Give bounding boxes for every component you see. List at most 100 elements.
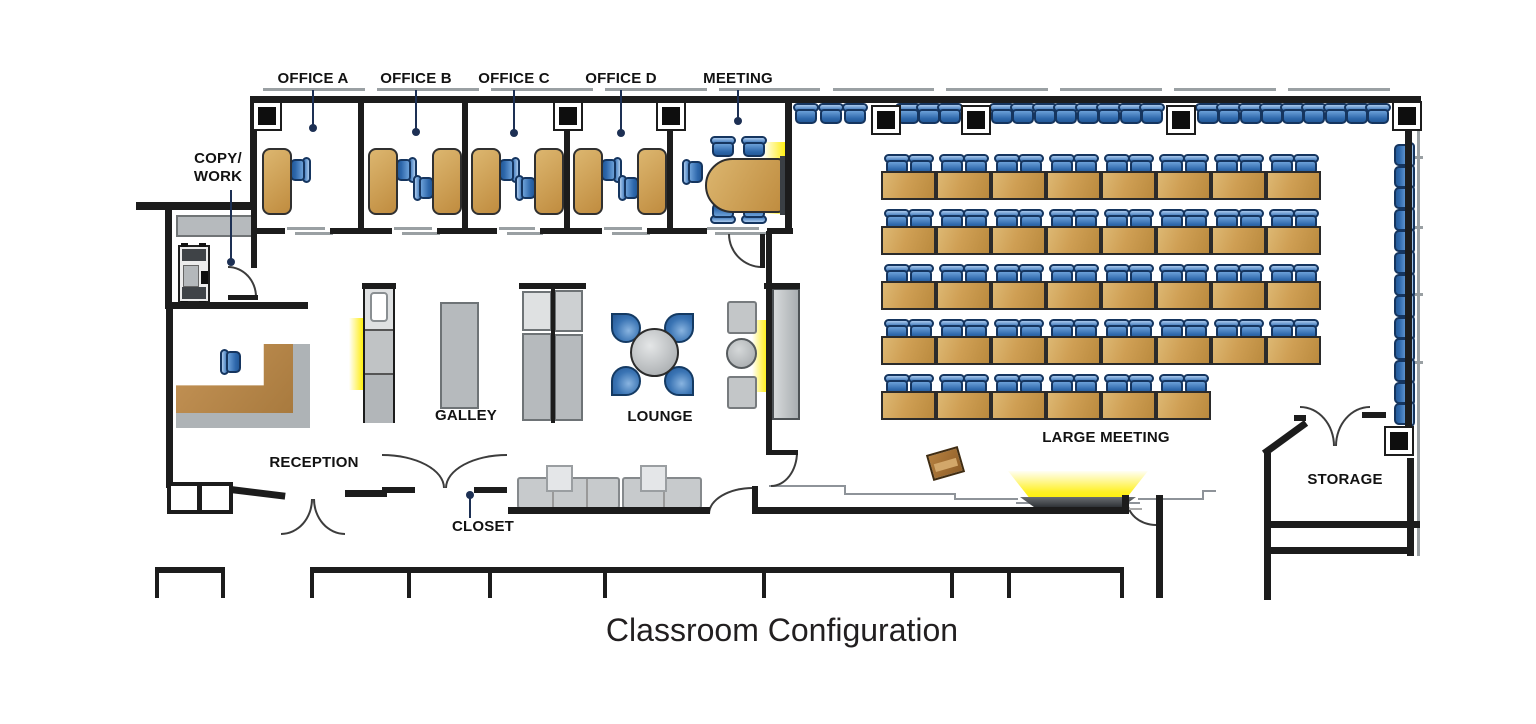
door-threshold bbox=[612, 232, 650, 235]
wall-galley-cap bbox=[362, 283, 396, 289]
wall-storage-bottom-outer bbox=[1264, 521, 1420, 528]
galley-sink bbox=[370, 292, 388, 322]
corridor-window-line bbox=[310, 567, 1124, 573]
storage-corridor-door-arc bbox=[1126, 500, 1156, 526]
lounge-chair bbox=[611, 366, 641, 396]
meeting-screen bbox=[780, 156, 785, 215]
window-segment bbox=[604, 88, 707, 91]
label-office-a: OFFICE A bbox=[277, 70, 349, 87]
column bbox=[961, 105, 991, 135]
label-copy-line1: COPY/ bbox=[194, 150, 242, 167]
meeting-door-arc bbox=[728, 234, 762, 268]
window-segment bbox=[1174, 88, 1277, 91]
classroom-table bbox=[1046, 391, 1101, 420]
chair bbox=[1365, 103, 1391, 124]
column bbox=[871, 105, 901, 135]
wall-copy-left bbox=[165, 208, 172, 308]
wall-office-bottom bbox=[437, 228, 497, 234]
chair bbox=[793, 103, 819, 124]
label-galley: GALLEY bbox=[434, 407, 498, 424]
corridor-mullion-tick bbox=[1007, 567, 1011, 598]
chair bbox=[1322, 103, 1349, 124]
wall-office-bottom bbox=[540, 228, 602, 234]
classroom-table bbox=[1156, 281, 1211, 310]
door-threshold bbox=[402, 232, 440, 235]
window-tick bbox=[1412, 293, 1423, 296]
copier bbox=[178, 243, 210, 305]
wall-storage-bottom-inner bbox=[1264, 547, 1414, 554]
office-desk bbox=[262, 148, 292, 215]
chair bbox=[1237, 103, 1264, 124]
galley-cabinet bbox=[554, 334, 583, 421]
wall-left-upper bbox=[250, 96, 257, 208]
classroom-table bbox=[991, 391, 1046, 420]
wall-right-upper bbox=[1405, 98, 1412, 430]
media-wall-door-leaf bbox=[771, 450, 798, 455]
door-threshold bbox=[287, 227, 325, 230]
column bbox=[1392, 101, 1422, 131]
chair bbox=[1258, 103, 1285, 124]
chair bbox=[937, 103, 963, 124]
window-glazing-right bbox=[1417, 104, 1420, 556]
leader-office-d bbox=[620, 90, 622, 131]
bench-side-table bbox=[546, 465, 573, 492]
window-tick bbox=[1412, 226, 1423, 229]
wall-office-bottom bbox=[330, 228, 392, 234]
corridor-bracket bbox=[155, 567, 225, 573]
corridor-mullion-tick bbox=[762, 567, 766, 598]
vestibule-divider bbox=[197, 486, 202, 510]
wall-hallway bbox=[766, 231, 772, 455]
podium bbox=[925, 445, 966, 482]
wall-copy-bottom bbox=[165, 302, 308, 309]
chair bbox=[710, 136, 736, 157]
bench-side-table bbox=[640, 465, 667, 492]
wall-divider-a-b bbox=[358, 103, 364, 231]
wall-bench-bottom bbox=[508, 507, 710, 514]
media-wall-glow bbox=[752, 320, 768, 392]
leader-office-b bbox=[415, 90, 417, 130]
leader-dot bbox=[412, 128, 420, 136]
wall-left-lower bbox=[166, 308, 173, 488]
chair bbox=[682, 159, 703, 185]
classroom-table bbox=[1266, 336, 1321, 365]
meeting-table bbox=[705, 158, 784, 213]
leader-office-a bbox=[312, 90, 314, 126]
door-threshold bbox=[499, 227, 535, 230]
classroom-table bbox=[881, 391, 936, 420]
copy-room-door-leaf bbox=[228, 295, 258, 300]
meeting-door-leaf bbox=[760, 234, 765, 268]
door-threshold bbox=[394, 227, 432, 230]
chair bbox=[1031, 103, 1058, 124]
corridor-mullion-tick bbox=[603, 567, 607, 598]
chair bbox=[1195, 103, 1221, 124]
door-threshold bbox=[715, 232, 767, 235]
leader-dot bbox=[309, 124, 317, 132]
door-threshold bbox=[295, 232, 333, 235]
column bbox=[656, 101, 686, 131]
classroom-table bbox=[936, 391, 991, 420]
classroom-table bbox=[881, 281, 936, 310]
classroom-table bbox=[1046, 336, 1101, 365]
chair bbox=[1096, 103, 1123, 124]
wall-divider-d-meeting bbox=[667, 103, 673, 231]
chair bbox=[1280, 103, 1306, 124]
wall-top bbox=[250, 96, 1421, 103]
wall-hallway-stub bbox=[752, 486, 758, 514]
corridor-bracket bbox=[221, 567, 225, 598]
label-copy-line2: WORK bbox=[193, 168, 243, 185]
chair bbox=[1139, 103, 1165, 124]
classroom-table bbox=[881, 226, 936, 255]
closet-door-arc-left bbox=[382, 454, 445, 488]
chair bbox=[1074, 103, 1101, 124]
column bbox=[252, 101, 282, 131]
door-threshold bbox=[604, 227, 642, 230]
wall-divider-b-c bbox=[462, 103, 468, 231]
chair bbox=[1053, 103, 1080, 124]
label-office-d: OFFICE D bbox=[585, 70, 657, 87]
classroom-table bbox=[1156, 391, 1211, 420]
leader-meeting bbox=[737, 90, 739, 119]
window-segment bbox=[1288, 88, 1390, 91]
galley-cabinet bbox=[554, 290, 583, 332]
corridor-mullion-tick bbox=[950, 567, 954, 598]
